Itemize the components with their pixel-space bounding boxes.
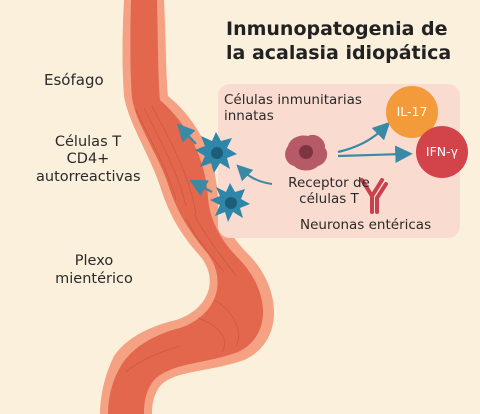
label-plexo: Plexo mientérico bbox=[55, 253, 133, 288]
ifng-label: IFN-γ bbox=[425, 144, 459, 159]
t-cell-receptor-icon bbox=[360, 178, 388, 214]
arrow-innate-to-il17 bbox=[337, 121, 391, 154]
arrow-receptor-to-tcell bbox=[236, 164, 273, 185]
arrow-tcell-top bbox=[177, 123, 197, 145]
page-title: Inmunopatogenia de la acalasia idiopátic… bbox=[226, 18, 452, 64]
innate-immune-cell bbox=[285, 134, 328, 171]
label-neuronas: Neuronas entéricas bbox=[300, 217, 432, 233]
esophagus-striations bbox=[125, 105, 239, 373]
esophagus bbox=[108, 0, 263, 414]
t-cell-bottom bbox=[210, 183, 250, 222]
ifng-badge bbox=[416, 126, 468, 178]
il17-badge bbox=[386, 86, 438, 138]
il17-label: IL-17 bbox=[396, 104, 428, 119]
arrow-innate-to-ifng bbox=[337, 145, 413, 164]
t-cell-top bbox=[195, 132, 237, 173]
label-celulas-t: Células T CD4+ autorreactivas bbox=[36, 134, 141, 185]
arrow-tcell-bottom bbox=[189, 179, 213, 196]
label-receptor: Receptor de células T bbox=[288, 175, 370, 208]
label-innatas: Células inmunitarias innatas bbox=[224, 92, 362, 125]
label-esofago: Esófago bbox=[44, 71, 104, 89]
